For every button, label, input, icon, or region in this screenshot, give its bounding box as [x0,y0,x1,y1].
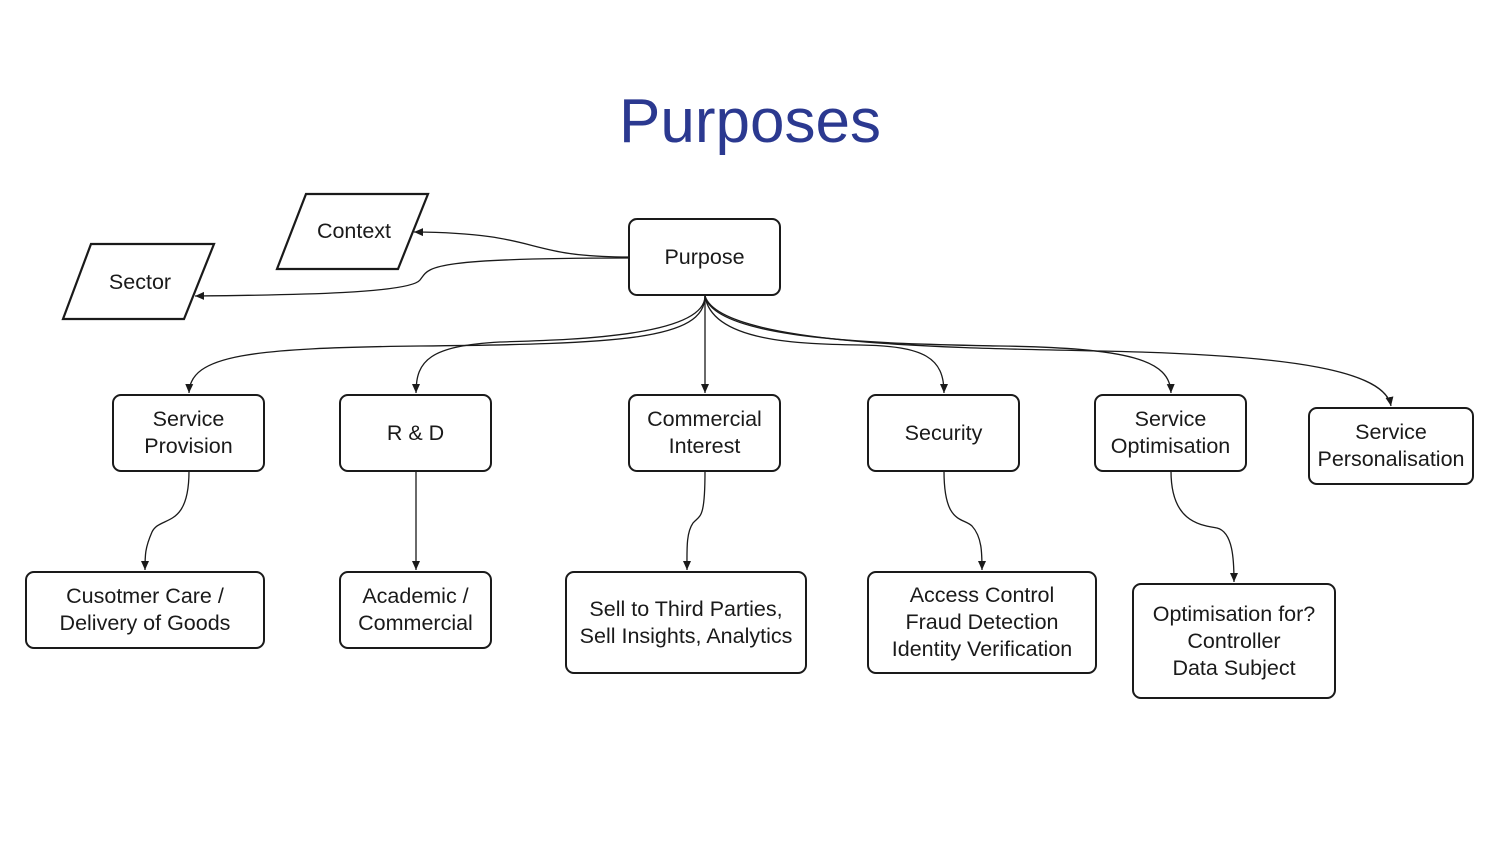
security-node: Security [867,394,1020,472]
edge-security-detail [943,470,986,571]
edge-commercial-detail [682,470,706,571]
page-title: Purposes [619,87,881,156]
commercial-interest-node: Commercial Interest [628,394,781,472]
service-provision-node: Service Provision [112,394,265,472]
optimisation-for-node: Optimisation for? Controller Data Subjec… [1132,583,1336,699]
customer-care-node: Cusotmer Care / Delivery of Goods [25,571,265,649]
service-personalisation-node: Service Personalisation [1308,407,1474,485]
sell-third-parties-node: Sell to Third Parties, Sell Insights, An… [565,571,807,674]
edge-purpose-context [413,228,630,258]
purpose-node: Purpose [628,218,781,296]
rnd-node: R & D [339,394,492,472]
edge-provision-detail [141,470,190,571]
academic-commercial-node: Academic / Commercial [339,571,492,649]
access-control-node: Access Control Fraud Detection Identity … [867,571,1097,674]
context-shape [275,192,430,271]
edge-optimisation-detail [1170,470,1238,583]
edge-purpose-sector [194,257,630,300]
edge-purpose-personalisation [704,295,1394,407]
sector-label: Sector [108,269,172,294]
context-label: Context [316,218,392,243]
edge-purpose-optimisation [704,295,1175,394]
service-optimisation-node: Service Optimisation [1094,394,1247,472]
sector-shape [61,242,216,321]
edge-purpose-security [704,295,948,394]
edge-purpose-rnd [412,295,706,394]
edge-purpose-service-provision [185,295,706,394]
